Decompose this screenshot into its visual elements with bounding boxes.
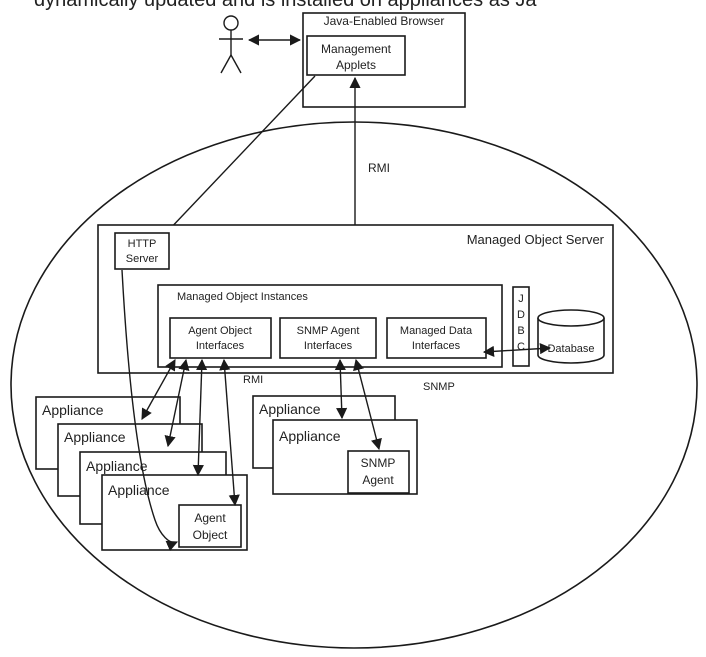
agent-object-label-2: Object xyxy=(193,528,228,542)
snmp-agent-interfaces-box xyxy=(279,317,377,359)
jdbc-letter-j: J xyxy=(518,293,524,305)
rmi-arrow-agent-object xyxy=(219,358,240,507)
jdbc-letter-b: B xyxy=(517,325,524,337)
management-applets-label-1: Management xyxy=(321,42,392,56)
agent-object-box xyxy=(178,504,242,548)
http-server-label-1: HTTP xyxy=(128,238,157,250)
applets-http-line xyxy=(165,75,316,234)
appliance-label-4: Appliance xyxy=(108,482,170,498)
snmp-agent-interfaces-label-2: Interfaces xyxy=(304,340,353,352)
data-db-arrow xyxy=(482,343,552,357)
agent-object-interfaces-label-2: Interfaces xyxy=(196,340,245,352)
rmi-label-mid: RMI xyxy=(243,374,263,386)
appliance-label-1: Appliance xyxy=(42,402,104,418)
snmp-arrow-appliance-5 xyxy=(334,358,348,420)
management-applets-label-2: Applets xyxy=(336,58,376,72)
appliance-label-5: Appliance xyxy=(259,401,321,417)
managed-object-instances-title: Managed Object Instances xyxy=(177,291,308,303)
managed-object-server-title: Managed Object Server xyxy=(467,232,605,247)
snmp-label: SNMP xyxy=(423,381,455,393)
http-server-box xyxy=(114,232,170,270)
jdbc-letter-c: C xyxy=(517,341,525,353)
agent-object-interfaces-box xyxy=(169,317,272,359)
browser-title: Java-Enabled Browser xyxy=(324,14,445,28)
agent-object-interfaces-label-1: Agent Object xyxy=(188,325,252,337)
management-applets-box xyxy=(306,35,406,76)
http-server-label-2: Server xyxy=(126,253,159,265)
caption-text: dynamically updated and is installed on … xyxy=(34,0,537,11)
rmi-arrow-appliance-2 xyxy=(164,358,190,448)
snmp-agent-label-1: SNMP xyxy=(361,456,396,470)
managed-data-interfaces-label-1: Managed Data xyxy=(400,325,473,337)
managed-data-interfaces-label-2: Interfaces xyxy=(412,340,461,352)
snmp-agent-box xyxy=(347,450,410,494)
network-ellipse xyxy=(10,121,698,649)
user-icon xyxy=(219,15,243,74)
database-cylinder xyxy=(537,309,605,364)
snmp-agent-interfaces-label-1: SNMP Agent xyxy=(297,325,360,337)
rmi-label-top: RMI xyxy=(368,161,390,175)
appliance-label-3: Appliance xyxy=(86,458,148,474)
appliance-label-2: Appliance xyxy=(64,429,126,445)
database-label: Database xyxy=(547,343,594,355)
http-agent-curve xyxy=(121,269,179,552)
snmp-arrow-snmp-agent xyxy=(353,358,382,451)
rmi-arrow-appliance-3 xyxy=(192,358,208,477)
snmp-agent-label-2: Agent xyxy=(362,473,394,487)
managed-data-interfaces-box xyxy=(386,317,487,359)
agent-object-label-1: Agent xyxy=(194,511,226,525)
appliance-label-6: Appliance xyxy=(279,428,341,444)
jdbc-letter-d: D xyxy=(517,309,525,321)
